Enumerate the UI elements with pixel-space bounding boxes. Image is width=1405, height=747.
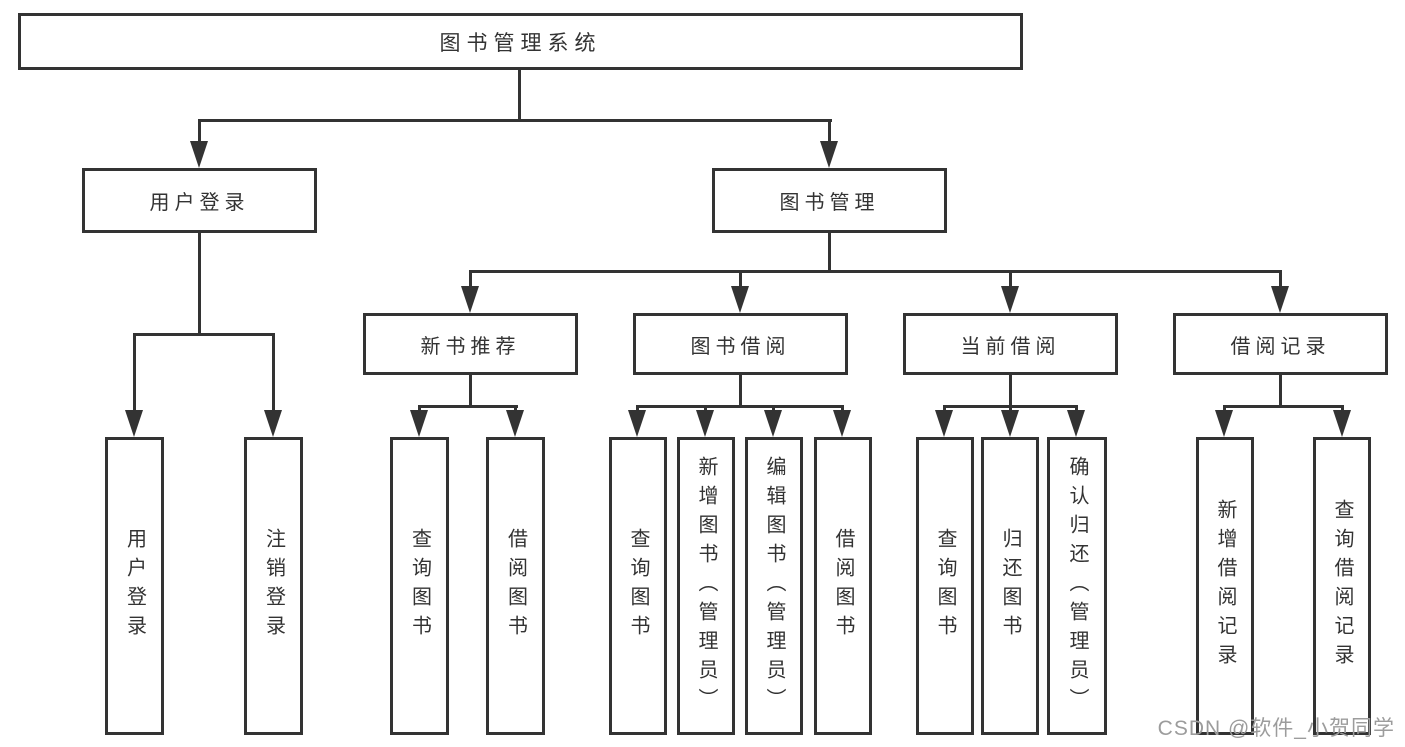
leaf-query-borrow-record: 查询借阅记录 xyxy=(1313,437,1371,735)
connector-book-mgmt-drop-1 xyxy=(469,270,472,290)
connector-root-trunk xyxy=(518,70,521,122)
leaf-label: 借阅图书 xyxy=(504,528,527,644)
node-current-borrow: 当前借阅 xyxy=(903,313,1118,375)
leaf-label: 注销登录 xyxy=(262,528,285,644)
leaf-label: 用户登录 xyxy=(123,528,146,644)
connector-user-login-crossbar xyxy=(133,333,275,336)
arrowhead-down-icon xyxy=(1271,286,1289,313)
root-label: 图书管理系统 xyxy=(439,31,602,55)
node-label: 新书推荐 xyxy=(420,335,521,358)
node-label: 当前借阅 xyxy=(960,335,1061,358)
arrowhead-down-icon xyxy=(264,410,282,437)
connector-new-book-trunk xyxy=(469,375,472,408)
leaf-label: 查询图书 xyxy=(627,528,649,644)
node-label: 借阅记录 xyxy=(1230,335,1331,358)
node-book-borrow: 图书借阅 xyxy=(633,313,848,375)
node-label: 用户登录 xyxy=(149,192,250,214)
leaf-label: 查询图书 xyxy=(408,528,431,644)
leaf-query-books-recommend: 查询图书 xyxy=(390,437,449,735)
leaf-query-books-borrow: 查询图书 xyxy=(609,437,667,735)
leaf-edit-books-admin: 编辑图书（管理员） xyxy=(745,437,803,735)
leaf-confirm-return-admin: 确认归还（管理员） xyxy=(1047,437,1107,735)
arrowhead-down-icon xyxy=(125,410,143,437)
leaf-label: 新增借阅记录 xyxy=(1214,499,1236,673)
leaf-label: 查询图书 xyxy=(934,528,956,644)
leaf-label: 编辑图书（管理员） xyxy=(763,455,785,717)
connector-book-mgmt-crossbar xyxy=(469,270,1282,273)
node-label: 图书管理 xyxy=(779,192,880,214)
connector-borrow-records-crossbar xyxy=(1223,405,1344,408)
arrowhead-down-icon xyxy=(190,141,208,168)
leaf-return-books: 归还图书 xyxy=(981,437,1039,735)
leaf-label: 归还图书 xyxy=(999,528,1021,644)
leaf-user-login: 用户登录 xyxy=(105,437,164,735)
node-new-book-recommend: 新书推荐 xyxy=(363,313,578,375)
connector-user-login-drop-2 xyxy=(272,333,275,413)
leaf-label: 借阅图书 xyxy=(832,528,854,644)
connector-user-login-drop-1 xyxy=(133,333,136,413)
connector-book-borrow-crossbar xyxy=(636,405,844,408)
connector-root-drop-right xyxy=(828,119,831,145)
arrowhead-down-icon xyxy=(1001,410,1019,437)
leaf-borrow-books-recommend: 借阅图书 xyxy=(486,437,545,735)
csdn-watermark: CSDN @软件_小贺同学 xyxy=(1157,717,1395,740)
leaf-label: 查询借阅记录 xyxy=(1331,499,1353,673)
leaf-logout: 注销登录 xyxy=(244,437,303,735)
arrowhead-down-icon xyxy=(1001,286,1019,313)
connector-root-drop-left xyxy=(198,119,201,145)
connector-current-borrow-trunk xyxy=(1009,375,1012,408)
connector-borrow-records-trunk xyxy=(1279,375,1282,408)
arrowhead-down-icon xyxy=(935,410,953,437)
arrowhead-down-icon xyxy=(731,286,749,313)
arrowhead-down-icon xyxy=(820,141,838,168)
arrowhead-down-icon xyxy=(764,410,782,437)
leaf-label: 新增图书（管理员） xyxy=(695,455,717,717)
connector-new-book-crossbar xyxy=(418,405,518,408)
node-root: 图书管理系统 xyxy=(18,13,1023,70)
leaf-add-borrow-record: 新增借阅记录 xyxy=(1196,437,1254,735)
leaf-query-books-current: 查询图书 xyxy=(916,437,974,735)
arrowhead-down-icon xyxy=(833,410,851,437)
arrowhead-down-icon xyxy=(461,286,479,313)
node-label: 图书借阅 xyxy=(690,335,791,358)
arrowhead-down-icon xyxy=(410,410,428,437)
arrowhead-down-icon xyxy=(628,410,646,437)
connector-book-mgmt-drop-2 xyxy=(739,270,742,290)
arrowhead-down-icon xyxy=(1333,410,1351,437)
arrowhead-down-icon xyxy=(696,410,714,437)
connector-book-mgmt-trunk xyxy=(828,233,831,273)
connector-root-crossbar xyxy=(198,119,832,122)
leaf-add-books-admin: 新增图书（管理员） xyxy=(677,437,735,735)
connector-book-mgmt-drop-4 xyxy=(1279,270,1282,290)
connector-book-mgmt-drop-3 xyxy=(1009,270,1012,290)
connector-user-login-trunk xyxy=(198,233,201,336)
connector-book-borrow-trunk xyxy=(739,375,742,408)
node-user-login: 用户登录 xyxy=(82,168,317,233)
node-book-management: 图书管理 xyxy=(712,168,947,233)
leaf-label: 确认归还（管理员） xyxy=(1066,455,1088,717)
arrowhead-down-icon xyxy=(506,410,524,437)
node-borrow-records: 借阅记录 xyxy=(1173,313,1388,375)
arrowhead-down-icon xyxy=(1067,410,1085,437)
leaf-borrow-books: 借阅图书 xyxy=(814,437,872,735)
arrowhead-down-icon xyxy=(1215,410,1233,437)
